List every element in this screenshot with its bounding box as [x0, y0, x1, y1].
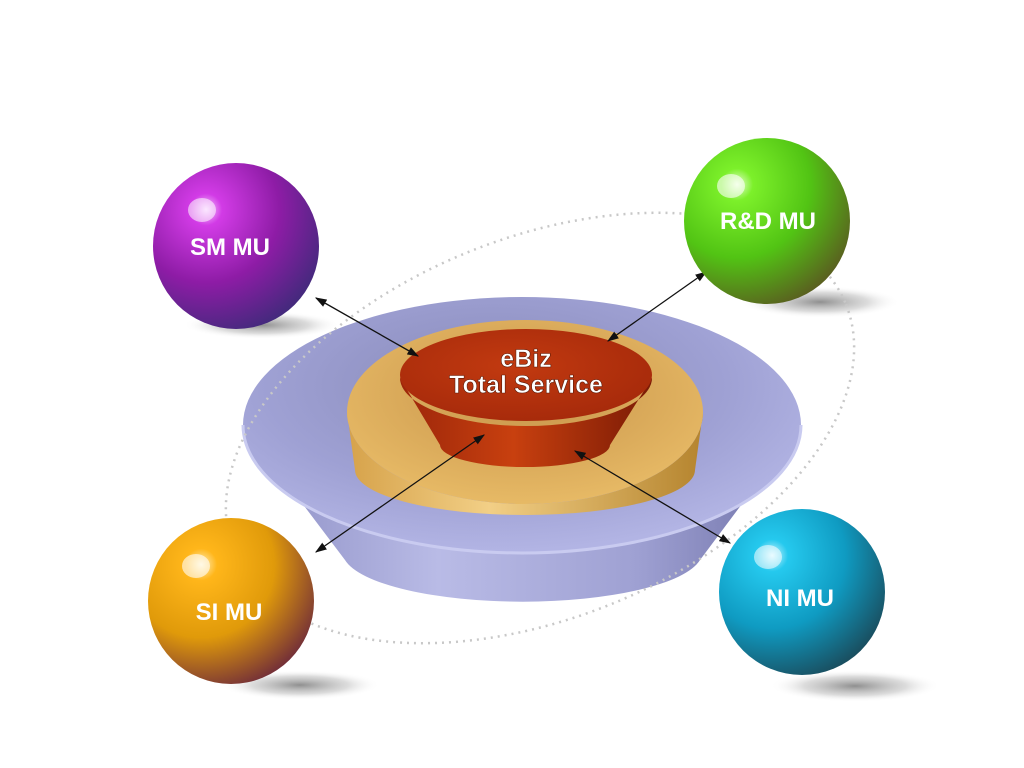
center-title-line1: eBiz [500, 345, 551, 373]
inner-core-top [400, 329, 652, 421]
node-si: SI MU [148, 518, 314, 684]
outer-bowl-side [243, 425, 801, 602]
ni-shadow [770, 670, 940, 702]
ni-label: NI MU [766, 585, 834, 612]
rd-label: R&D MU [720, 208, 816, 235]
sm-highlight [188, 198, 216, 222]
outer-bowl-rim-highlight [241, 424, 803, 555]
arrow-sm [314, 297, 420, 357]
si-highlight [182, 554, 210, 578]
center-title-line2: Total Service [449, 371, 603, 399]
node-rd: R&D MU [684, 138, 850, 304]
connector-arrows [314, 271, 732, 553]
orbit-path [224, 211, 856, 645]
arrow-rd [607, 271, 707, 342]
node-ni: NI MU [719, 509, 885, 675]
ni-highlight [754, 545, 782, 569]
arrow-si [315, 434, 485, 553]
sm-label: SM MU [190, 234, 270, 261]
arrow-ni [573, 450, 732, 544]
rd-highlight [717, 174, 745, 198]
si-label: SI MU [196, 599, 263, 626]
node-sm: SM MU [153, 163, 319, 329]
